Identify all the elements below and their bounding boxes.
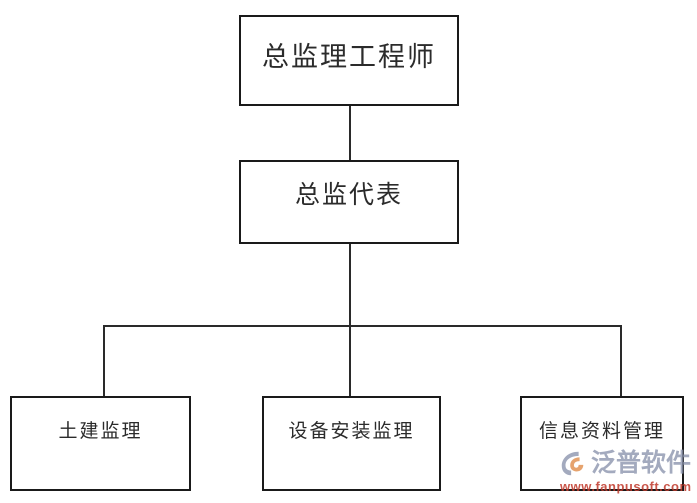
connector-bus-to-info xyxy=(620,325,622,397)
org-node-chief-supervising-engineer[interactable]: 总监理工程师 xyxy=(239,15,459,106)
connector-bus-to-equipment xyxy=(349,325,351,397)
org-node-equipment-installation-supervision[interactable]: 设备安装监理 xyxy=(262,396,441,491)
org-node-chief-supervisor-representative[interactable]: 总监代表 xyxy=(239,160,459,244)
connector-deputy-to-bus xyxy=(349,243,351,327)
org-node-label: 信息资料管理 xyxy=(538,421,665,442)
org-node-information-data-management[interactable]: 信息资料管理 xyxy=(520,396,684,491)
org-node-label: 总监理工程师 xyxy=(262,42,436,72)
connector-bus-to-civil xyxy=(103,325,105,397)
connector-chief-to-deputy xyxy=(349,105,351,161)
connector-horizontal-bus xyxy=(103,325,622,327)
org-node-civil-supervision[interactable]: 土建监理 xyxy=(10,396,191,491)
org-node-label: 总监代表 xyxy=(294,182,403,209)
org-node-label: 设备安装监理 xyxy=(288,421,415,442)
org-node-label: 土建监理 xyxy=(58,421,143,442)
